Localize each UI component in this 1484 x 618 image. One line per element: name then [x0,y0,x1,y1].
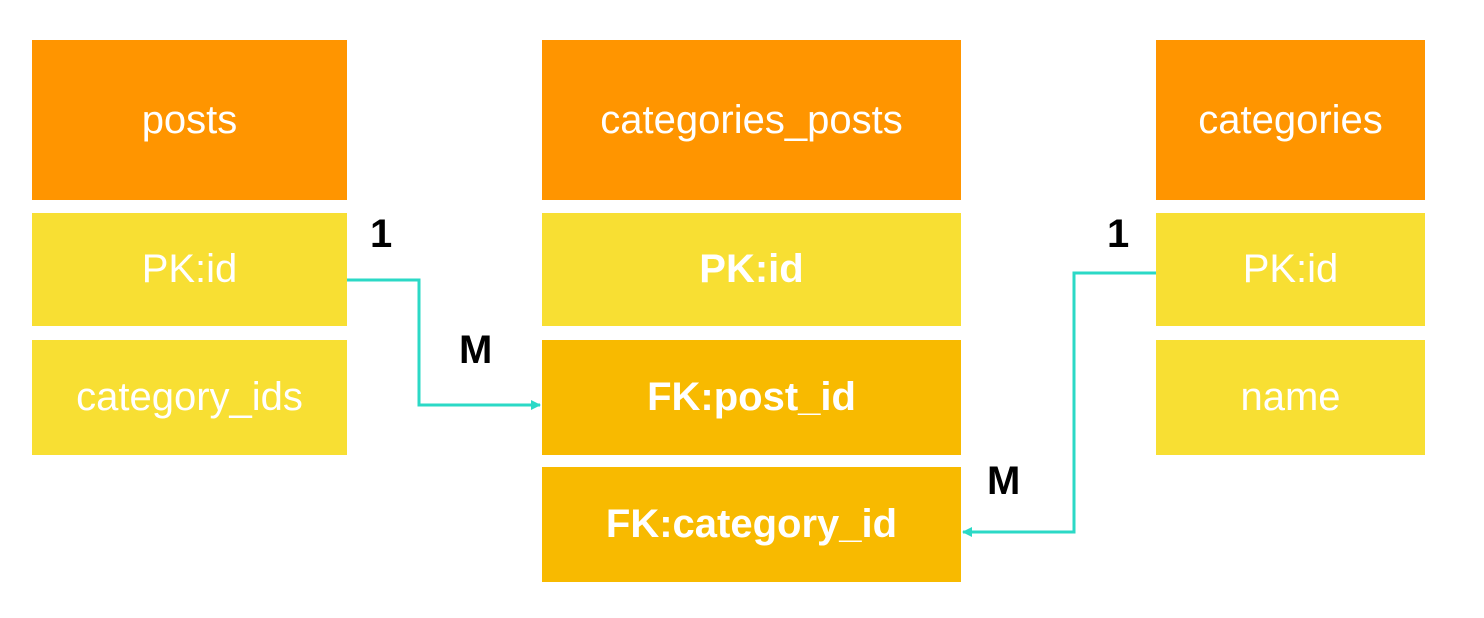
categories-field-pk-id: PK:id [1156,213,1425,326]
relation-posts-to-categories-posts [347,278,541,410]
cardinality-categories-posts-many-post: M [459,328,493,372]
posts-field-pk-id: PK:id [32,213,347,326]
categories-posts-field-pk-id: PK:id [542,213,961,326]
categories-posts-field-fk-post-id: FK:post_id [542,340,961,455]
categories-posts-field-fk-category-id: FK:category_id [542,467,961,582]
categories-table-header: categories [1156,40,1425,200]
posts-table-header: posts [32,40,347,200]
cardinality-categories-one: 1 [1107,212,1130,256]
cardinality-posts-one: 1 [370,212,393,256]
categories-field-name: name [1156,340,1425,455]
categories-posts-table-header: categories_posts [542,40,961,200]
cardinality-categories-posts-many-category: M [987,459,1021,503]
posts-field-category-ids: category_ids [32,340,347,455]
